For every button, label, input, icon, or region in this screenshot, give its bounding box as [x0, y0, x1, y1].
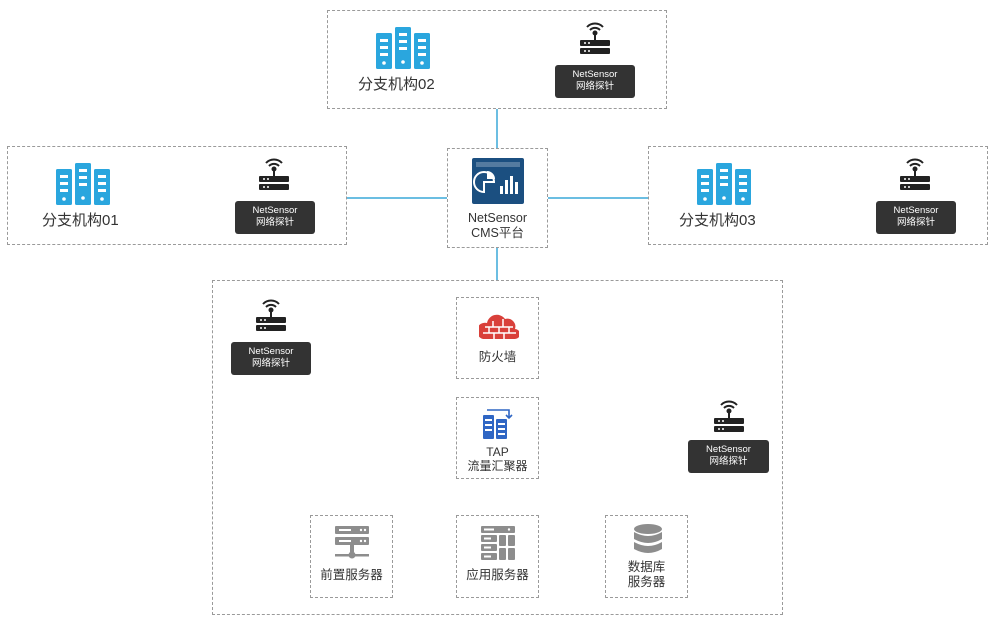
router-antenna-icon	[900, 158, 930, 190]
front-server-node: 前置服务器	[310, 515, 393, 598]
server-cluster-icon	[697, 163, 751, 205]
tap-aggregator-icon	[483, 409, 513, 439]
branch-03-name: 分支机构03	[679, 212, 756, 229]
firewall-label: 防火墙	[478, 350, 517, 364]
db-server-label: 数据库服务器	[627, 560, 666, 589]
server-cluster-icon	[56, 163, 110, 205]
database-icon	[634, 524, 662, 553]
router-antenna-icon	[259, 158, 289, 190]
db-server-node: 数据库服务器	[605, 515, 688, 598]
branch-02-name: 分支机构02	[358, 76, 435, 93]
dashboard-monitor-icon	[472, 158, 524, 204]
server-rack-icon	[335, 526, 369, 559]
app-server-node: 应用服务器	[456, 515, 539, 598]
app-server-label: 应用服务器	[466, 568, 529, 582]
brick-cloud-icon	[479, 314, 519, 339]
router-antenna-icon	[580, 22, 610, 54]
router-antenna-icon	[256, 299, 286, 331]
app-server-icon	[481, 526, 515, 560]
server-cluster-icon	[376, 27, 430, 69]
branch-01-name: 分支机构01	[42, 212, 119, 229]
firewall-node: 防火墙	[456, 297, 539, 379]
router-antenna-icon	[714, 400, 744, 432]
front-server-label: 前置服务器	[320, 568, 383, 582]
